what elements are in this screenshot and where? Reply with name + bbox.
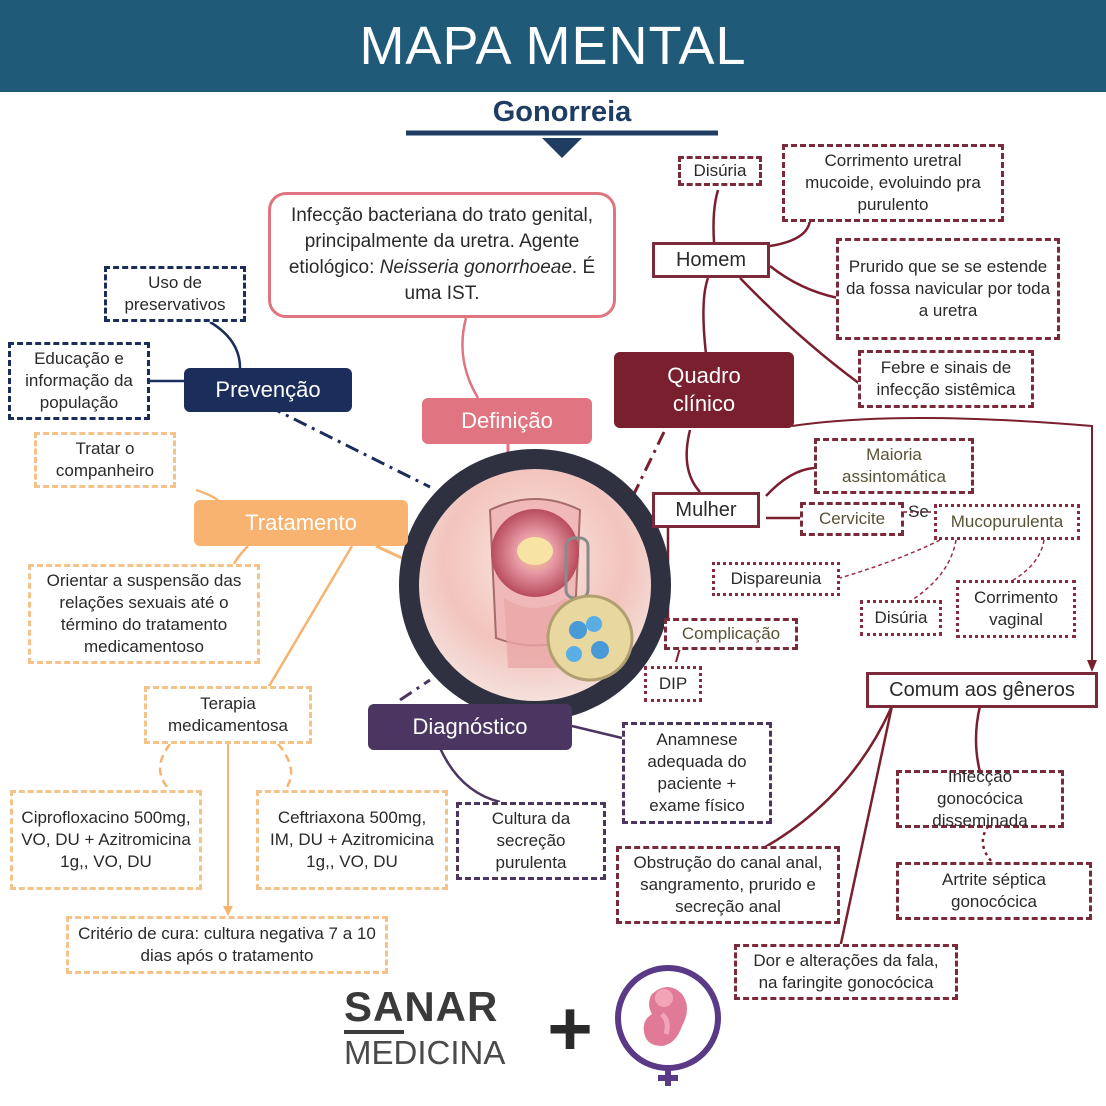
- definicao-text: Infecção bacteriana do trato genital, pr…: [268, 192, 616, 318]
- regime-item: Ceftriaxona 500mg, IM, DU + Azitromicina…: [256, 790, 448, 890]
- quadro-clinico-node: Quadro clínico: [614, 352, 794, 428]
- diagnostico-item: Anamnese adequada do paciente + exame fí…: [622, 722, 772, 824]
- quadro-label-2: clínico: [672, 391, 736, 416]
- sanar-logo: SANAR MEDICINA: [344, 983, 514, 1070]
- homem-item: Prurido que se se estende da fossa navic…: [836, 238, 1060, 340]
- diagnostico-node: Diagnóstico: [368, 704, 572, 750]
- mulher-disuria: Disúria: [860, 600, 942, 636]
- brand-divider: [344, 1030, 404, 1034]
- prevencao-item: Educação e informação da população: [8, 342, 150, 420]
- page-title: MAPA MENTAL: [0, 0, 1106, 92]
- logo-icon: [606, 964, 730, 1088]
- center-illustration: [398, 448, 672, 722]
- comum-node: Comum aos gêneros: [866, 672, 1098, 708]
- diagnostico-item: Cultura da secreção purulenta: [456, 802, 606, 880]
- mulher-maioria: Maioria assintomática: [814, 438, 974, 494]
- tratamento-item: Orientar a suspensão das relações sexuai…: [28, 564, 260, 664]
- plus-icon: +: [547, 984, 593, 1072]
- homem-item: Febre e sinais de infecção sistêmica: [858, 350, 1034, 408]
- comum-item: Artrite séptica gonocócica: [896, 862, 1092, 920]
- se-label: Se: [908, 502, 929, 521]
- subtitle: Gonorreia: [492, 96, 632, 128]
- brand-line-1: SANAR: [344, 983, 499, 1030]
- definicao-node: Definição: [422, 398, 592, 444]
- mulher-node: Mulher: [652, 492, 760, 528]
- tratamento-node: Tratamento: [194, 500, 408, 546]
- mulher-dip: DIP: [644, 666, 702, 702]
- quadro-label-1: Quadro: [667, 363, 741, 388]
- homem-item: Disúria: [678, 156, 762, 186]
- tratamento-item: Tratar o companheiro: [34, 432, 176, 488]
- mulher-dispareunia: Dispareunia: [712, 562, 840, 596]
- mulher-complicacao: Complicação: [664, 618, 798, 650]
- comum-item: Infecção gonocócica disseminada: [896, 767, 1064, 830]
- mulher-mucopurulenta: Mucopurulenta: [934, 504, 1080, 540]
- comum-item: Obstrução do canal anal, sangramento, pr…: [616, 846, 840, 924]
- mulher-cervicite: Cervicite: [800, 502, 904, 536]
- homem-node: Homem: [652, 242, 770, 278]
- mulher-corrimento: Corrimento vaginal: [956, 580, 1076, 638]
- regime-item: Ciprofloxacino 500mg, VO, DU + Azitromic…: [10, 790, 202, 890]
- terapia-node: Terapia medicamentosa: [144, 686, 312, 744]
- prevencao-item: Uso de preservativos: [104, 266, 246, 322]
- homem-item: Corrimento uretral mucoide, evoluindo pr…: [782, 144, 1004, 222]
- prevencao-node: Prevenção: [184, 368, 352, 412]
- criterio-cura: Critério de cura: cultura negativa 7 a 1…: [66, 916, 388, 974]
- comum-item: Dor e alterações da fala, na faringite g…: [734, 944, 958, 1000]
- brand-line-2: MEDICINA: [344, 1034, 506, 1071]
